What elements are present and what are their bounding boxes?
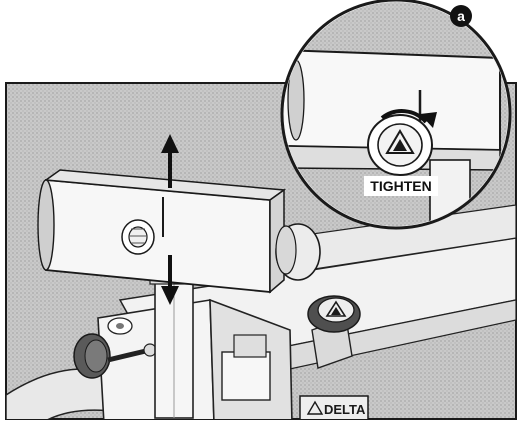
tighten-label: TIGHTEN: [370, 178, 431, 194]
callout-letter: a: [457, 8, 465, 24]
bed-clamp-knob: [307, 295, 361, 369]
delta-logo-icon: [385, 129, 415, 154]
magnified-callout: TIGHTEN: [280, 0, 512, 230]
up-arrow-icon: [161, 134, 179, 188]
delta-logo-icon: [325, 300, 347, 317]
tool-rest-bar: [37, 169, 321, 294]
down-arrow-icon: [161, 255, 179, 305]
brand-plate: [299, 395, 369, 419]
callout-badge: a: [450, 5, 472, 27]
brand-plate-text: DELTA: [324, 402, 366, 417]
rotation-arrow-icon: [380, 109, 437, 128]
tool-rest-knob: [121, 197, 164, 255]
magnified-knob: [367, 114, 433, 176]
locking-handle: [73, 333, 157, 379]
tighten-label-bg: [364, 176, 438, 196]
